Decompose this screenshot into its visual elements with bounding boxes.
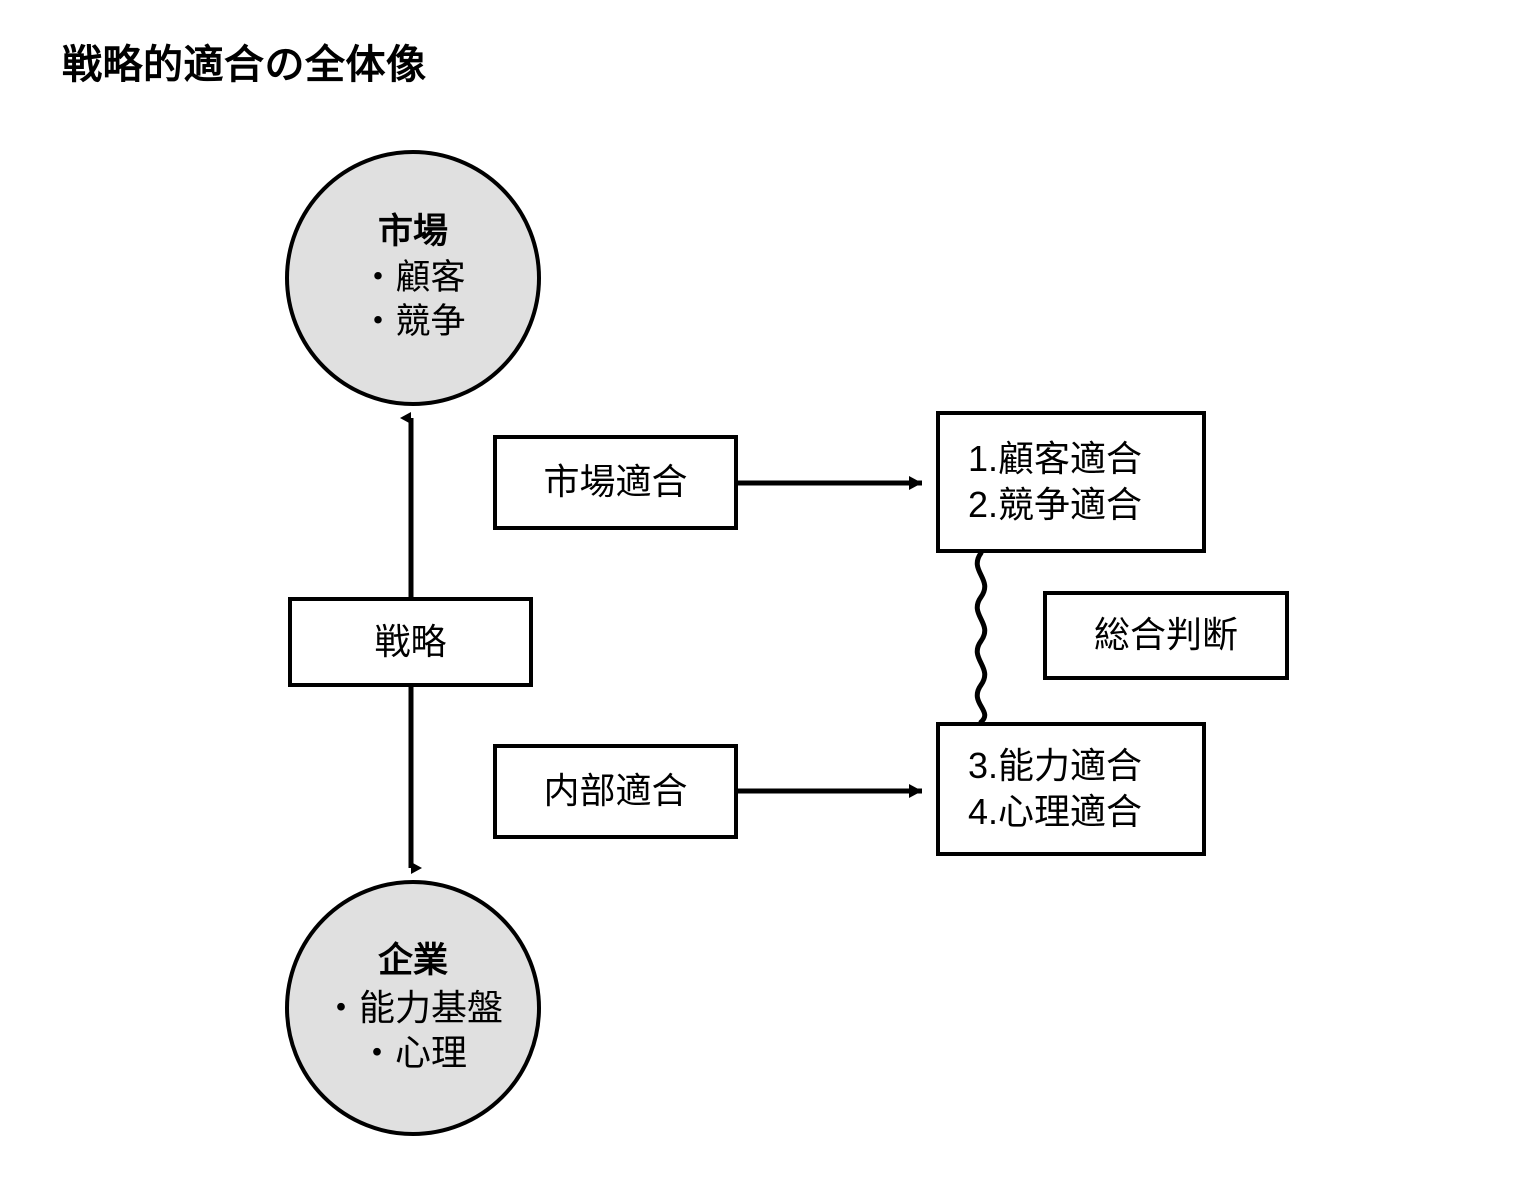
box-overall-judgement-label: 総合判断 [1093, 614, 1238, 656]
circle-market[interactable]: 市場 ・顧客 ・競争 [285, 150, 541, 406]
box-internal-fit-label: 内部適合 [543, 770, 688, 812]
circle-market-item-0: ・顧客 [360, 258, 466, 298]
box-fit-top-line-2: 2.競争適合 [968, 484, 1143, 525]
box-overall-judgement[interactable]: 総合判断 [1043, 591, 1289, 680]
circle-company-title: 企業 [377, 940, 448, 980]
box-fit-top-line-1: 1.顧客適合 [968, 437, 1143, 479]
box-market-fit[interactable]: 市場適合 [493, 435, 738, 530]
box-fit-bottom-line-1: 3.能力適合 [968, 744, 1143, 786]
connector-wavy-fit-top-to-fit-bottom [974, 550, 988, 725]
box-strategy-label: 戦略 [374, 620, 447, 662]
circle-company-item-0: ・能力基盤 [322, 987, 503, 1029]
circle-company-item-1: ・心理 [358, 1032, 467, 1074]
box-fit-top[interactable]: 1.顧客適合 2.競争適合 [936, 411, 1206, 553]
circle-market-item-1: ・競争 [360, 302, 466, 342]
box-market-fit-label: 市場適合 [543, 461, 688, 503]
box-fit-bottom[interactable]: 3.能力適合 4.心理適合 [936, 722, 1206, 856]
box-internal-fit[interactable]: 内部適合 [493, 744, 738, 839]
box-strategy[interactable]: 戦略 [288, 597, 533, 687]
circle-company[interactable]: 企業 ・能力基盤 ・心理 [285, 880, 541, 1136]
circle-market-title: 市場 [377, 212, 448, 252]
page-title: 戦略的適合の全体像 [62, 43, 427, 87]
box-fit-bottom-line-2: 4.心理適合 [968, 791, 1143, 832]
